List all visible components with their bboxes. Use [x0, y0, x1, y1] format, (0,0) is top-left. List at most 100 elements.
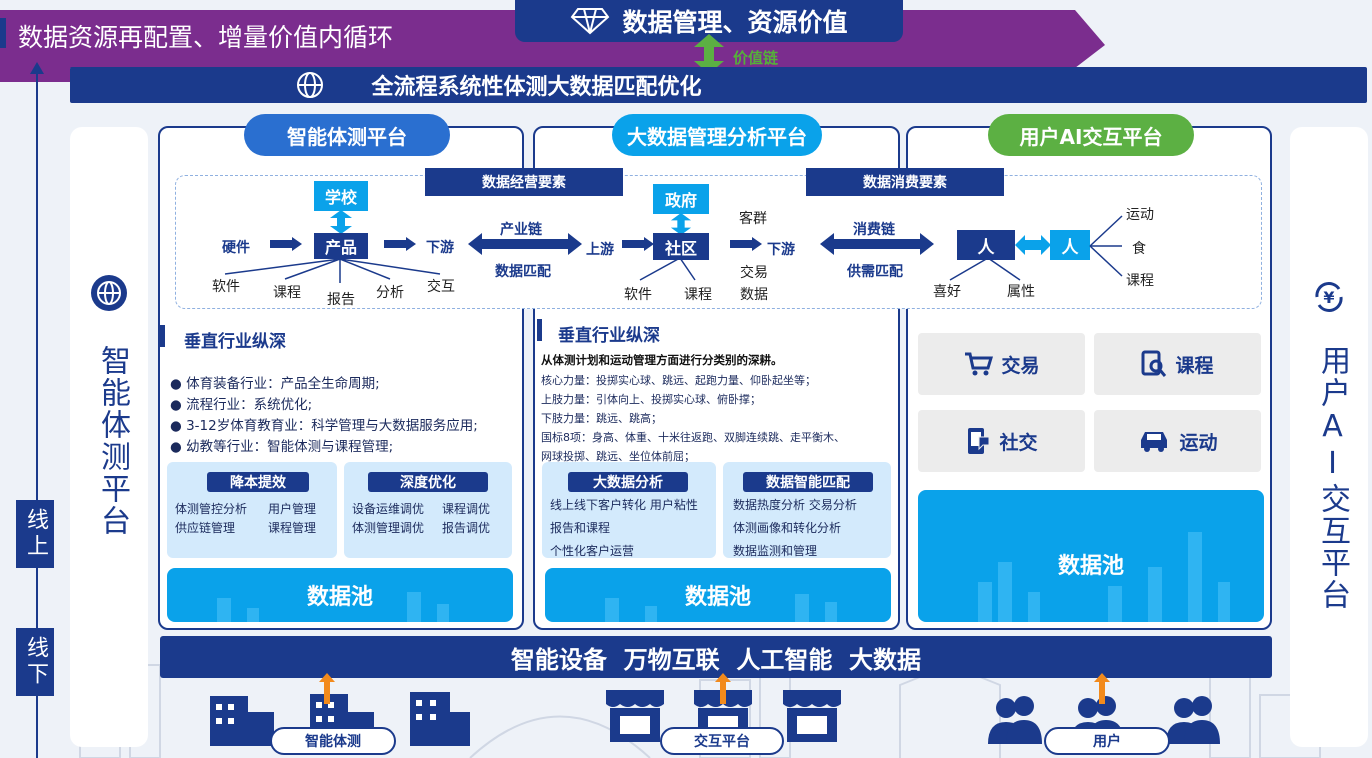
mid-card-match: 数据智能匹配 数据热度分析 交易分析 体测画像和转化分析 数据监测和管理 — [723, 462, 891, 558]
value-chain-label: 价值链 — [733, 47, 778, 68]
person-box-1: 人 — [957, 230, 1015, 260]
ops-factor-bar: 数据经营要素 — [425, 168, 623, 196]
offline-label: 线下 — [16, 628, 54, 696]
arrow-shaft-1 — [270, 240, 292, 248]
mid-intro: 从体测计划和运动管理方面进行分类别的深耕。 — [541, 352, 783, 368]
tile-social[interactable]: 社交 — [918, 410, 1085, 472]
main-bar-title: 全流程系统性体测大数据匹配优化 — [371, 69, 701, 101]
mid-detail-list: 核心力量：投掷实心球、跳远、起跑力量、仰卧起坐等； 上肢力量：引体向上、投掷实心… — [541, 371, 896, 466]
left-card-cost-title: 降本提效 — [207, 472, 309, 492]
left-bullet: ● 流程行业：系统优化; — [170, 393, 520, 414]
card-item: 供应链管理 — [175, 519, 235, 536]
card-item: 报告和课程 — [550, 519, 610, 536]
left-card-cost: 降本提效 体测管控分析 用户管理 供应链管理 课程管理 — [167, 462, 337, 558]
mid-detail-line: 国标8项：身高、体重、十米往返跑、双脚连续跳、走平衡木、 — [541, 428, 896, 447]
community-box: 社区 — [653, 233, 709, 260]
branch-analysis: 分析 — [376, 282, 404, 302]
mid-detail-line: 下肢力量：跳远、跳高； — [541, 409, 896, 428]
up-arrow-mid — [715, 673, 731, 704]
consume-factor-bar: 数据消费要素 — [806, 168, 1004, 196]
product-box: 产品 — [314, 233, 368, 259]
branch-course-2: 课程 — [684, 284, 712, 304]
mid-data-pool: 数据池 — [545, 568, 891, 622]
tile-trade[interactable]: 交易 — [918, 333, 1085, 395]
community-branch-lines — [620, 258, 740, 286]
left-bullet: ● 幼教等行业：智能体测与课程管理; — [170, 435, 520, 456]
arrow-shaft-2 — [384, 240, 406, 248]
right-pool-label: 数据池 — [1058, 548, 1124, 580]
banner-title: 数据资源再配置、增量价值内循环 — [18, 18, 393, 54]
gov-community-link-icon — [670, 213, 692, 235]
up-arrow-left — [319, 673, 335, 704]
card-item: 线上线下客户转化 用户粘性 — [550, 496, 698, 513]
cart-icon — [963, 351, 993, 377]
bottom-tech-bar: 智能设备 万物互联 人工智能 大数据 — [160, 636, 1272, 678]
left-pool-label: 数据池 — [307, 579, 373, 611]
card-item: 体测管理调优 — [352, 519, 424, 536]
left-bullet: ● 3-12岁体育教育业：科学管理与大数据服务应用; — [170, 414, 520, 435]
card-item: 设备运维调优 — [352, 500, 424, 517]
school-product-link-icon — [330, 210, 352, 234]
car-icon — [1137, 428, 1171, 454]
arrow-shaft-4 — [730, 240, 752, 248]
yen-cycle-icon: ¥ — [1309, 277, 1349, 317]
card-item: 课程管理 — [268, 519, 316, 536]
flow-customer-group: 客群 — [739, 208, 767, 228]
flow-data: 数据 — [740, 284, 768, 304]
globe-icon — [295, 70, 325, 100]
left-data-pool: 数据池 — [167, 568, 513, 622]
tile-course-label: 课程 — [1175, 351, 1213, 378]
right-side-title: 用户AI交互平台 — [1310, 345, 1354, 611]
branch-software-2: 软件 — [624, 284, 652, 304]
footer-user: 用户 — [1044, 727, 1170, 755]
tile-sport[interactable]: 运动 — [1094, 410, 1261, 472]
tile-social-label: 社交 — [999, 428, 1037, 455]
online-label: 线上 — [16, 500, 54, 568]
mid-section-heading: 垂直行业纵深 — [558, 321, 660, 346]
branch-course: 课程 — [273, 282, 301, 302]
card-item: 用户管理 — [268, 500, 316, 517]
fan-sport: 运动 — [1126, 204, 1154, 224]
pill-smart-test: 智能体测平台 — [244, 114, 450, 156]
person-box-2: 人 — [1050, 230, 1090, 260]
tile-course[interactable]: 课程 — [1094, 333, 1261, 395]
card-item: 体测画像和转化分析 — [733, 519, 841, 536]
card-item: 报告调优 — [442, 519, 490, 536]
branch-report: 报告 — [327, 289, 355, 309]
card-item: 课程调优 — [442, 500, 490, 517]
top-box-title: 数据管理、资源价值 — [622, 3, 847, 39]
tile-sport-label: 运动 — [1179, 428, 1217, 455]
phone-icon — [965, 427, 991, 455]
person-link-icon — [1015, 235, 1051, 255]
mid-section-marker — [537, 319, 542, 341]
pill-big-data: 大数据管理分析平台 — [612, 114, 822, 156]
footer-interaction: 交互平台 — [660, 727, 784, 755]
left-bullet-text: 幼教等行业：智能体测与课程管理; — [186, 439, 393, 455]
bottom-bar-text: 智能设备 万物互联 人工智能 大数据 — [511, 640, 921, 675]
left-bullet-list: ● 体育装备行业：产品全生命周期; ● 流程行业：系统优化; ● 3-12岁体育… — [170, 372, 520, 456]
flow-supply-demand: 供需匹配 — [847, 261, 903, 281]
left-bullet-text: 体育装备行业：产品全生命周期; — [186, 376, 380, 392]
mid-pool-label: 数据池 — [685, 579, 751, 611]
mid-card-analysis-title: 大数据分析 — [568, 472, 688, 492]
arrow-head-2 — [406, 237, 416, 251]
left-card-optimize-title: 深度优化 — [368, 472, 488, 492]
diamond-icon — [570, 7, 610, 35]
card-item: 数据热度分析 交易分析 — [733, 496, 857, 513]
branch-hobby: 喜好 — [933, 281, 961, 301]
axis-arrow-head — [30, 62, 44, 74]
flow-industry-chain: 产业链 — [500, 219, 542, 239]
flow-consume-chain: 消费链 — [853, 219, 895, 239]
branch-attribute: 属性 — [1007, 281, 1035, 301]
flow-data-match: 数据匹配 — [495, 261, 551, 281]
school-box: 学校 — [314, 181, 368, 211]
flow-trade: 交易 — [740, 262, 768, 282]
left-side-panel: 智能体测平台 — [70, 127, 148, 747]
left-bullet-text: 3-12岁体育教育业：科学管理与大数据服务应用; — [186, 418, 478, 434]
footer-smart-test: 智能体测 — [270, 727, 396, 755]
banner-marker — [0, 18, 6, 48]
flow-downstream-2: 下游 — [767, 239, 795, 259]
mid-detail-line: 核心力量：投掷实心球、跳远、起跑力量、仰卧起坐等； — [541, 371, 896, 390]
right-side-panel: ¥ 用户AI交互平台 — [1290, 127, 1368, 747]
fan-food: 食 — [1132, 238, 1146, 258]
